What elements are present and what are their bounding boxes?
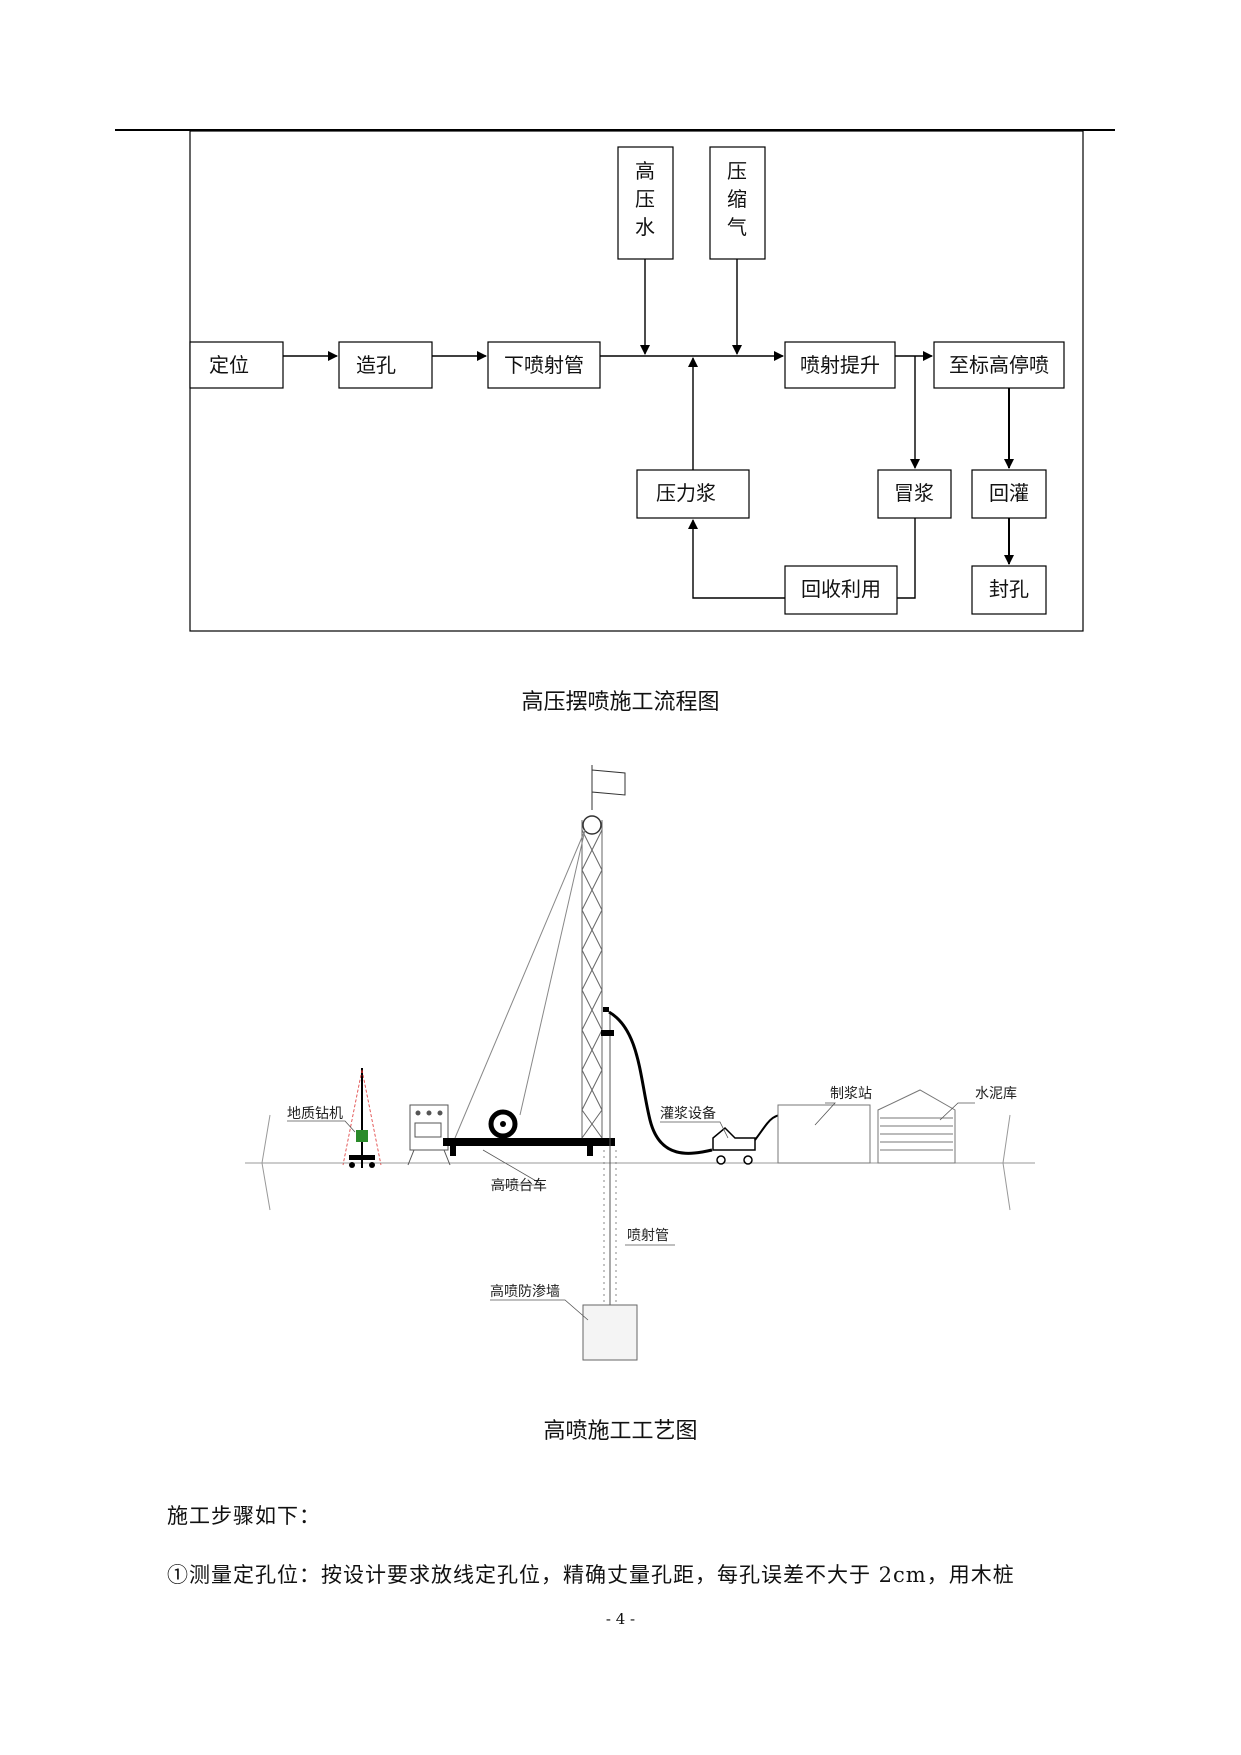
label-seal: 封孔 bbox=[989, 577, 1029, 601]
jet-pipe-illustration bbox=[601, 1007, 713, 1305]
box-jet-lift bbox=[784, 341, 896, 389]
label-drill: 造孔 bbox=[356, 353, 396, 377]
box-pressure-slurry bbox=[636, 469, 750, 519]
label-comp-air-1: 压 bbox=[727, 159, 747, 183]
box-comp-air bbox=[709, 146, 766, 260]
label-jet-pipe: 喷射管 bbox=[627, 1228, 669, 1244]
drill-rig-illustration bbox=[342, 1068, 382, 1168]
flowchart: 定位 造孔 下喷射管 高 压 水 压 缩 气 喷射提升 至标高停喷 压力浆 冒浆… bbox=[189, 130, 1084, 632]
label-comp-air-3: 气 bbox=[727, 215, 747, 239]
header-rule bbox=[115, 129, 1115, 131]
process-diagram: 地质钻机 高喷台车 灌浆设备 制浆站 水泥库 喷射管 高喷防渗墙 bbox=[245, 765, 1035, 1361]
tower-illustration bbox=[454, 765, 626, 1139]
flowchart-caption: 高压摆喷施工流程图 bbox=[521, 690, 720, 715]
label-backfill: 回灌 bbox=[989, 481, 1029, 505]
label-cart: 高喷台车 bbox=[491, 1177, 547, 1194]
label-jet-lift: 喷射提升 bbox=[800, 353, 880, 377]
label-hp-water-1: 高 bbox=[635, 159, 655, 183]
box-overflow bbox=[877, 469, 952, 519]
box-recycle bbox=[784, 565, 898, 615]
label-locate: 定位 bbox=[209, 353, 249, 377]
ground-left-edge bbox=[261, 1114, 271, 1211]
label-drill-rig: 地质钻机 bbox=[287, 1106, 343, 1122]
label-cutoff-wall: 高喷防渗墙 bbox=[490, 1283, 560, 1300]
box-drill bbox=[338, 341, 433, 389]
steps-heading: 施工步骤如下： bbox=[167, 1504, 321, 1528]
mixing-station-illustration bbox=[777, 1104, 871, 1164]
label-comp-air-2: 缩 bbox=[727, 187, 747, 211]
box-seal bbox=[971, 565, 1047, 615]
label-hp-water-3: 水 bbox=[635, 215, 655, 239]
label-mixing-station: 制浆站 bbox=[830, 1086, 872, 1102]
line-overflow-recycle bbox=[897, 518, 916, 599]
cement-store-illustration bbox=[877, 1089, 956, 1164]
label-grout-equipment: 灌浆设备 bbox=[660, 1105, 716, 1122]
page-number: - 4 - bbox=[605, 1610, 636, 1628]
label-hp-water-2: 压 bbox=[635, 187, 655, 211]
process-diagram-caption: 高喷施工工艺图 bbox=[543, 1419, 698, 1444]
label-pressure-slurry: 压力浆 bbox=[656, 481, 716, 505]
grout-equipment-illustration bbox=[712, 1112, 791, 1165]
arrow-recycle-pressure bbox=[688, 519, 785, 599]
box-stop-jet bbox=[933, 341, 1065, 389]
label-stop-jet: 至标高停喷 bbox=[949, 353, 1049, 377]
box-locate bbox=[189, 341, 284, 389]
step-1-text: ①测量定孔位：按设计要求放线定孔位，精确丈量孔距，每孔误差不大于 2cm，用木桩 bbox=[167, 1563, 1015, 1587]
box-lower-pipe bbox=[487, 341, 601, 389]
ground-right-edge bbox=[1002, 1114, 1011, 1211]
label-cement-store: 水泥库 bbox=[975, 1086, 1017, 1102]
jet-cart-illustration bbox=[443, 1109, 615, 1156]
control-box-illustration bbox=[407, 1104, 451, 1166]
label-overflow: 冒浆 bbox=[894, 481, 934, 505]
label-recycle: 回收利用 bbox=[801, 577, 881, 601]
label-lower-pipe: 下喷射管 bbox=[504, 353, 584, 377]
box-hp-water bbox=[617, 146, 674, 260]
cutoff-wall-illustration bbox=[582, 1304, 638, 1361]
